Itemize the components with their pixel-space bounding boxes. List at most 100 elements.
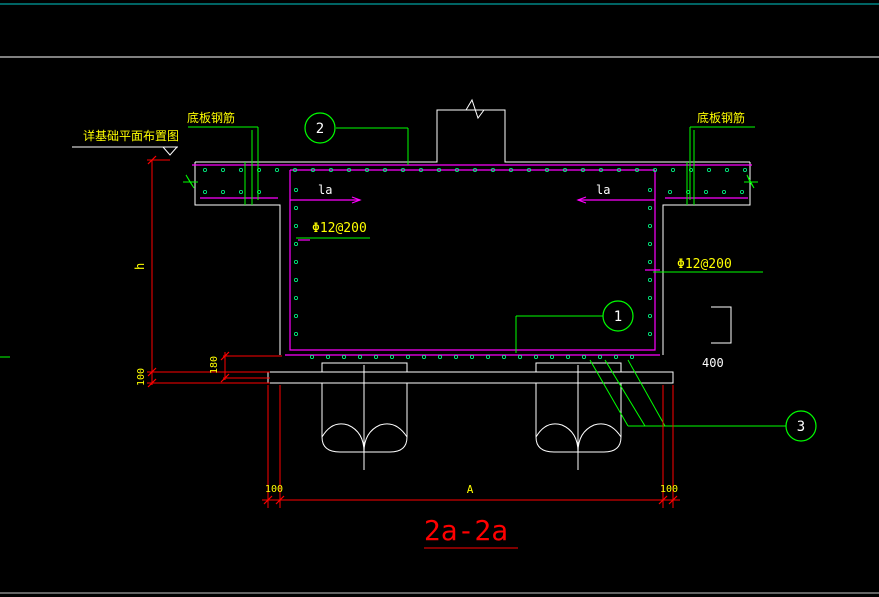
rebar-dot bbox=[581, 167, 586, 172]
callout-2-circle bbox=[304, 112, 336, 144]
rebar-dot bbox=[740, 189, 745, 194]
label-dim-100-vertical: 100 bbox=[136, 368, 147, 386]
rebar-dot bbox=[325, 354, 330, 359]
rebar-dot bbox=[527, 167, 532, 172]
label-anchor-la-right: la bbox=[596, 183, 610, 197]
column-break-line bbox=[437, 98, 505, 120]
left-pile-break-2 bbox=[363, 423, 408, 453]
label-bottom-rebar-left: 底板钢筋 bbox=[187, 110, 235, 125]
rebar-dot bbox=[630, 354, 635, 359]
rebar-dot bbox=[382, 167, 387, 172]
rebar-dot bbox=[293, 259, 298, 264]
slab-break-symbols bbox=[183, 130, 758, 205]
left-break-symbol bbox=[183, 174, 198, 189]
rebar-dot bbox=[293, 331, 298, 336]
rebar-dot bbox=[238, 189, 243, 194]
rebar-dot bbox=[648, 295, 653, 300]
rebar-dot bbox=[617, 167, 622, 172]
rebar-dot bbox=[373, 354, 378, 359]
rebar-dot bbox=[518, 354, 523, 359]
callout-2-label: 2 bbox=[316, 121, 324, 137]
rebar-dot bbox=[707, 167, 712, 172]
rebar-dot bbox=[508, 167, 513, 172]
rebar-dot bbox=[202, 167, 207, 172]
rebar-dot bbox=[550, 354, 555, 359]
rebar-dot bbox=[653, 167, 658, 172]
rebar-dot bbox=[648, 277, 653, 282]
rebar-dot bbox=[490, 167, 495, 172]
rebar-dot bbox=[357, 354, 362, 359]
rebar-dot bbox=[668, 189, 673, 194]
callout-3-circle bbox=[785, 410, 817, 442]
rebar-dot bbox=[328, 167, 333, 172]
rebar-dot bbox=[704, 189, 709, 194]
rebar-dot bbox=[274, 167, 279, 172]
label-dim-100-right: 100 bbox=[660, 484, 678, 495]
leader-3-diag-a bbox=[589, 359, 629, 427]
rebar-dot bbox=[635, 167, 640, 172]
label-rebar-spec-left: Φ12@200 bbox=[312, 221, 367, 236]
label-dim-180: 180 bbox=[209, 356, 220, 374]
leader-3-diag-c bbox=[627, 359, 666, 427]
detail-400-bracket bbox=[711, 306, 732, 344]
rebar-dot bbox=[309, 354, 314, 359]
callout-1-circle bbox=[602, 300, 634, 332]
label-rebar-spec-right: Φ12@200 bbox=[677, 257, 732, 272]
rebar-dot bbox=[400, 167, 405, 172]
callout-circles bbox=[304, 112, 817, 442]
rebar-dot bbox=[310, 167, 315, 172]
rebar-dot bbox=[722, 189, 727, 194]
inner-rebar-cage bbox=[289, 170, 656, 351]
left-pile-break bbox=[321, 423, 365, 453]
rebar-dot-group bbox=[202, 167, 748, 359]
label-foundation-plan-ref: 详基础平面布置图 bbox=[83, 128, 179, 143]
elevation-triangle bbox=[162, 146, 178, 156]
right-pile-break-2 bbox=[577, 423, 622, 453]
rebar-dot bbox=[671, 167, 676, 172]
left-wall-outline bbox=[194, 162, 281, 355]
rebar-dot bbox=[293, 223, 298, 228]
rebar-dot bbox=[472, 167, 477, 172]
rebar-dot bbox=[566, 354, 571, 359]
rebar-dot bbox=[364, 167, 369, 172]
rebar-dot bbox=[389, 354, 394, 359]
right-pile-break bbox=[535, 423, 579, 453]
rebar-dot bbox=[648, 313, 653, 318]
concrete-outline bbox=[194, 98, 751, 470]
rebar-dot bbox=[346, 167, 351, 172]
rebar-dot bbox=[293, 313, 298, 318]
right-wall-outline bbox=[662, 162, 751, 355]
rebar-dot bbox=[238, 167, 243, 172]
anchor-la-left-arrow bbox=[351, 196, 362, 204]
rebar-dot bbox=[689, 167, 694, 172]
rebar-dot bbox=[534, 354, 539, 359]
rebar-dot bbox=[598, 354, 603, 359]
rebar-dot bbox=[563, 167, 568, 172]
rebar-dot bbox=[485, 354, 490, 359]
rebar-dot bbox=[293, 295, 298, 300]
label-dim-width: A bbox=[467, 483, 474, 496]
label-anchor-la-left: la bbox=[318, 183, 332, 197]
rebar-dot bbox=[545, 167, 550, 172]
rebar-dot bbox=[648, 187, 653, 192]
rebar-dot bbox=[648, 223, 653, 228]
rebar-dot bbox=[292, 167, 297, 172]
dimension-ticks bbox=[147, 155, 678, 505]
rebar-dot bbox=[614, 354, 619, 359]
rebar-dot bbox=[405, 354, 410, 359]
rebar-dot bbox=[293, 241, 298, 246]
callout-1-label: 1 bbox=[614, 309, 622, 325]
slab-top-edge bbox=[195, 109, 750, 163]
callout-3-label: 3 bbox=[797, 419, 805, 435]
right-break-symbol bbox=[744, 174, 758, 189]
label-bottom-rebar-right: 底板钢筋 bbox=[697, 110, 745, 125]
rebar-lines bbox=[192, 164, 752, 356]
label-dim-400: 400 bbox=[702, 356, 724, 370]
rebar-dot bbox=[293, 205, 298, 210]
rebar-dot bbox=[220, 167, 225, 172]
left-pile bbox=[321, 383, 408, 453]
rebar-dot bbox=[725, 167, 730, 172]
label-dim-h: h bbox=[133, 263, 147, 270]
drawing-title: 2a-2a bbox=[424, 514, 508, 547]
